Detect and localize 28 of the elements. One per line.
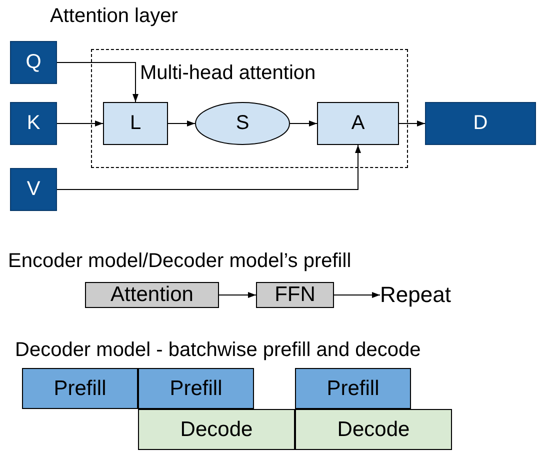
section-heading: Attention layer xyxy=(50,5,178,28)
arrow xyxy=(290,120,318,126)
decode-block: Decode xyxy=(138,409,295,450)
input-box: V xyxy=(10,168,57,211)
node-label: S xyxy=(236,112,250,135)
input-box: Q xyxy=(10,41,57,84)
arrow xyxy=(334,292,380,298)
input-box: D xyxy=(425,102,536,145)
input-box: K xyxy=(10,102,57,145)
prefill-block: Prefill xyxy=(22,368,138,409)
arrow xyxy=(56,62,138,102)
node-label: Repeat xyxy=(380,280,465,310)
arrow xyxy=(168,120,196,126)
group-box xyxy=(91,49,408,168)
section-heading: Encoder model/Decoder model’s prefill xyxy=(8,250,352,273)
decode-block: Decode xyxy=(295,409,452,450)
group-title: Multi-head attention xyxy=(140,62,316,85)
arrow xyxy=(218,292,256,298)
process-box: L xyxy=(103,102,168,145)
section-heading: Decoder model - batchwise prefill and decode xyxy=(15,339,421,362)
arrow xyxy=(398,120,426,126)
process-box: Attention xyxy=(85,282,219,308)
prefill-block: Prefill xyxy=(138,368,254,409)
arrow xyxy=(56,144,361,190)
process-box: A xyxy=(317,102,399,145)
process-box: FFN xyxy=(256,282,334,308)
arrow xyxy=(56,120,104,126)
prefill-block: Prefill xyxy=(295,368,411,409)
